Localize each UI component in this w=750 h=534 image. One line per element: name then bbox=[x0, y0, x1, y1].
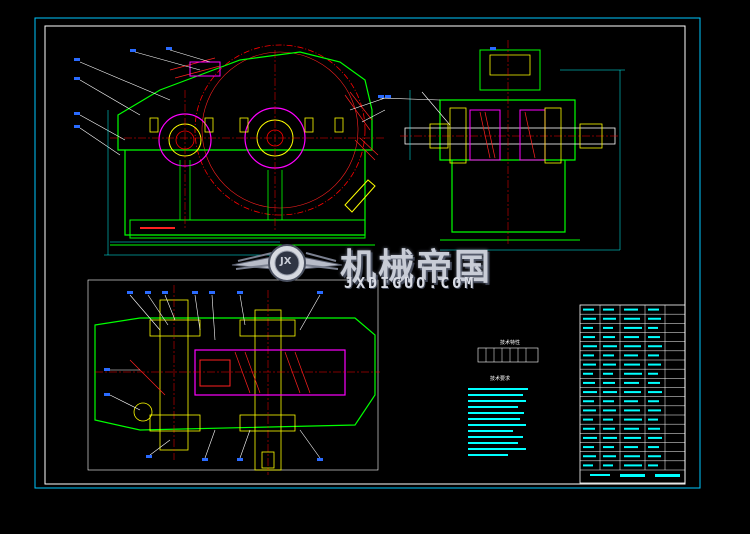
plan-view bbox=[87, 279, 380, 475]
watermark-logo bbox=[231, 244, 343, 282]
title-block-cell-text bbox=[583, 381, 595, 384]
title-block bbox=[579, 304, 686, 484]
title-block-cell-text bbox=[603, 326, 613, 329]
title-block-cell-text bbox=[648, 326, 658, 329]
title-block-cell-text bbox=[603, 455, 616, 458]
title-block-cell-text bbox=[624, 391, 641, 394]
title-block-cell-text bbox=[648, 336, 660, 339]
title-block-cell-text bbox=[624, 464, 642, 467]
title-block-cell-text bbox=[603, 336, 615, 339]
title-block-cell-text bbox=[648, 446, 659, 449]
title-block-cell-text bbox=[648, 391, 662, 394]
notes-area bbox=[468, 347, 539, 456]
front-view bbox=[74, 44, 391, 256]
title-block-cell-text bbox=[624, 409, 640, 412]
title-block-cell-text bbox=[583, 427, 595, 430]
title-block-cell-text bbox=[624, 436, 641, 439]
title-block-cell-text bbox=[648, 400, 659, 403]
title-block-cell-text bbox=[624, 336, 639, 339]
title-block-cell-text bbox=[624, 308, 638, 311]
title-block-cell-text bbox=[648, 464, 658, 467]
title-block-cell-text bbox=[648, 427, 660, 430]
title-block-cell-text bbox=[648, 354, 659, 357]
title-block-cell-text bbox=[648, 409, 661, 412]
title-block-cell-text bbox=[624, 363, 640, 366]
title-block-cell-text bbox=[648, 308, 659, 311]
title-block-cell-text bbox=[583, 400, 594, 403]
title-block-cell-text bbox=[603, 391, 617, 394]
title-block-cell-text bbox=[624, 446, 638, 449]
title-block-cell-text bbox=[583, 317, 596, 320]
outer-frame bbox=[34, 17, 701, 489]
title-block-cell-text bbox=[583, 336, 595, 339]
title-block-cell-text bbox=[624, 326, 642, 329]
watermark-url: JXDIGUO.COM bbox=[344, 274, 477, 292]
title-block-cell-text bbox=[583, 354, 594, 357]
title-block-cell-text bbox=[603, 345, 617, 348]
title-block-cell-text bbox=[583, 436, 597, 439]
title-block-cell-text bbox=[648, 418, 658, 421]
title-block-cell-text bbox=[624, 400, 638, 403]
inner-frame bbox=[44, 25, 686, 485]
title-block-cell-text bbox=[603, 354, 614, 357]
title-block-cell-text bbox=[583, 326, 593, 329]
title-block-cell-text bbox=[603, 409, 616, 412]
title-block-cell-text bbox=[624, 345, 641, 348]
title-block-cell-text bbox=[624, 354, 638, 357]
title-block-cell-text bbox=[603, 464, 613, 467]
title-block-cell-text bbox=[603, 427, 615, 430]
title-block-cell-text bbox=[603, 400, 614, 403]
title-block-cell-text bbox=[624, 455, 640, 458]
title-block-cell-text bbox=[648, 436, 662, 439]
title-block-cell-text bbox=[603, 446, 614, 449]
tech-req-title: 技术要求 bbox=[490, 376, 511, 382]
title-block-cell-text bbox=[583, 345, 597, 348]
title-block-text bbox=[583, 308, 680, 477]
title-block-cell-text bbox=[603, 418, 613, 421]
title-block-cell-text bbox=[624, 418, 642, 421]
title-block-cell-text bbox=[648, 372, 658, 375]
title-block-cell-text bbox=[583, 446, 594, 449]
watermark-brand: 机械帝国 bbox=[340, 247, 493, 288]
logo-letters: JX bbox=[280, 256, 292, 267]
title-block-cell-text bbox=[648, 363, 661, 366]
title-block-cell-text bbox=[583, 418, 593, 421]
title-block-cell-text bbox=[583, 455, 596, 458]
title-block-cell-text bbox=[603, 381, 615, 384]
title-block-cell-text bbox=[583, 372, 593, 375]
title-block-cell-text bbox=[583, 308, 594, 311]
title-block-cell-text bbox=[603, 372, 613, 375]
title-block-cell-text bbox=[624, 372, 642, 375]
title-block-cell-text bbox=[603, 317, 616, 320]
title-block-cell-text bbox=[648, 317, 661, 320]
title-block-cell-text bbox=[583, 409, 596, 412]
title-block-cell-text bbox=[624, 427, 639, 430]
tech-char-title: 技术特性 bbox=[500, 340, 521, 346]
title-block-cell-text bbox=[603, 436, 617, 439]
title-block-cell-text bbox=[603, 308, 614, 311]
title-block-cell-text bbox=[624, 381, 639, 384]
title-block-cell-text bbox=[648, 381, 660, 384]
title-block-cell-text bbox=[583, 363, 596, 366]
title-block-cell-text bbox=[603, 363, 616, 366]
side-view bbox=[378, 40, 625, 251]
title-block-cell-text bbox=[624, 317, 640, 320]
title-block-cell-text bbox=[648, 345, 662, 348]
title-block-cell-text bbox=[648, 455, 661, 458]
title-block-cell-text bbox=[583, 391, 597, 394]
title-block-cell-text bbox=[583, 464, 593, 467]
